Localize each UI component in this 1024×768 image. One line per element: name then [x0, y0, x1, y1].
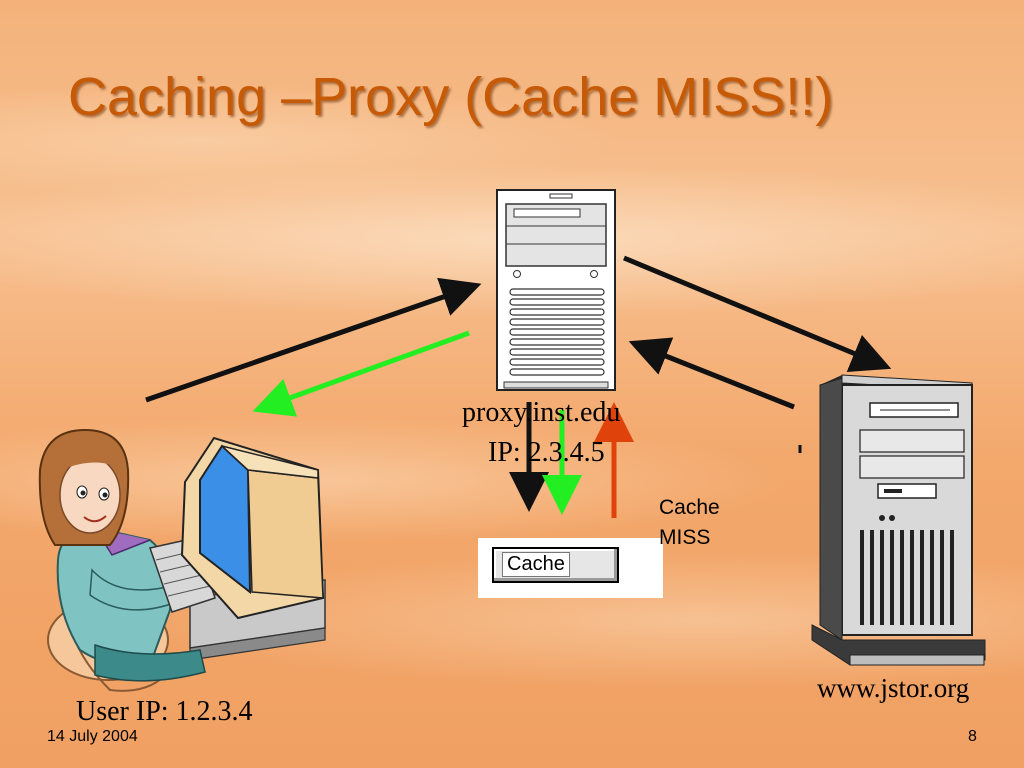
cache-button-frame: Cache	[492, 547, 619, 583]
cache-miss-label-line1: Cache	[659, 496, 720, 519]
origin-hostname: www.jstor.org	[817, 673, 970, 703]
user-ip: User IP: 1.2.3.4	[76, 696, 253, 727]
user-computer-icon	[38, 428, 326, 692]
proxy-to-origin-request-arrow	[623, 255, 892, 372]
proxy-hostname: proxy.inst.edu	[462, 397, 621, 428]
page-number: 8	[968, 728, 977, 745]
proxy-to-user-response-arrow	[252, 330, 470, 417]
user-to-proxy-request-arrow	[145, 277, 482, 403]
origin-server-icon	[811, 374, 986, 666]
cache-label: Cache	[502, 552, 570, 577]
origin-to-proxy-response-arrow	[628, 337, 795, 410]
proxy-ip: IP: 2.3.4.5	[488, 437, 605, 468]
proxy-server-icon	[496, 189, 616, 391]
footer-date: 14 July 2004	[47, 728, 138, 745]
cache-panel: Cache	[478, 538, 663, 598]
cache-miss-label-line2: MISS	[659, 526, 711, 549]
slide-title: Caching –Proxy (Cache MISS!!)	[68, 67, 834, 127]
